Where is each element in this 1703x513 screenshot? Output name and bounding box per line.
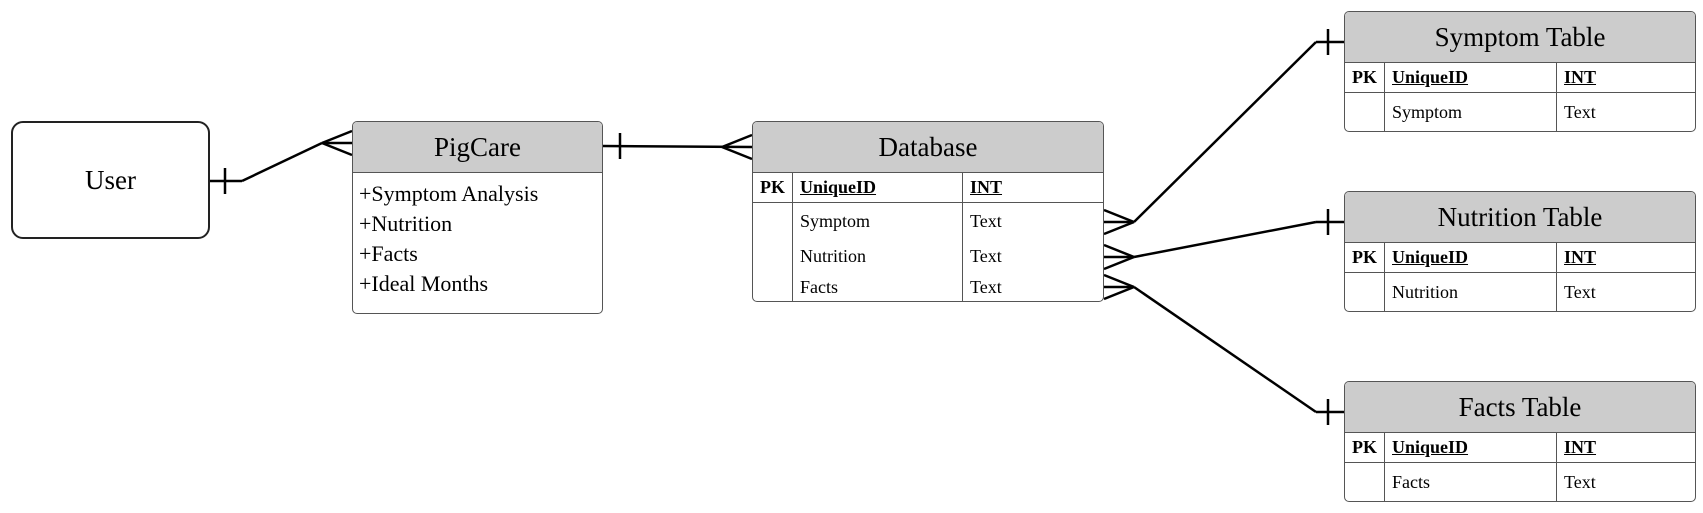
connector-database-nutrition-table (1103, 209, 1344, 271)
key-field-name: UniqueID (793, 173, 963, 202)
table-title: Nutrition Table (1345, 192, 1695, 243)
database-field-row: Symptom Text (793, 203, 1103, 239)
pigcare-member: +Nutrition (359, 211, 453, 236)
field-type: Text (970, 210, 1002, 231)
key-field-name: UniqueID (1385, 433, 1557, 462)
pk-blank-cell (1345, 463, 1385, 501)
connector-database-facts-table (1103, 273, 1344, 425)
pigcare-title: PigCare (353, 122, 602, 173)
database-field-row: Nutrition Text (793, 239, 1103, 273)
field-name: Symptom (1385, 93, 1557, 131)
pigcare-member: +Symptom Analysis (359, 181, 539, 206)
field-type: Text (1564, 281, 1596, 302)
field-type: Text (1564, 471, 1596, 492)
pk-label: PK (1345, 63, 1385, 92)
database-title: Database (753, 122, 1103, 173)
table-field-row: Symptom Text (1345, 93, 1695, 131)
pigcare-class[interactable]: PigCare +Symptom Analysis +Nutrition +Fa… (352, 121, 603, 314)
user-entity[interactable]: User (11, 121, 210, 239)
key-field-type: INT (1564, 437, 1597, 457)
field-name: Symptom (793, 203, 963, 239)
pk-blank-cell (1345, 93, 1385, 131)
table-title: Facts Table (1345, 382, 1695, 433)
field-name: Facts (1385, 463, 1557, 501)
pigcare-members: +Symptom Analysis +Nutrition +Facts +Ide… (353, 173, 602, 299)
table-field-row: Nutrition Text (1345, 273, 1695, 311)
database-fields: Symptom Text Nutrition Text Facts Text (753, 203, 1103, 301)
table-title: Symptom Table (1345, 12, 1695, 63)
connector-database-symptom-table (1103, 29, 1344, 236)
field-type: Text (970, 276, 1002, 297)
pk-label: PK (1345, 243, 1385, 272)
symptom-table[interactable]: Symptom Table PK UniqueID INT Symptom Te… (1344, 11, 1696, 132)
pk-label: PK (753, 173, 793, 202)
key-field-name: UniqueID (1385, 63, 1557, 92)
pk-column-blank (753, 203, 793, 301)
pigcare-member: +Ideal Months (359, 271, 489, 296)
table-pk-row: PK UniqueID INT (1345, 63, 1695, 93)
key-field-type: INT (1564, 247, 1597, 267)
pigcare-member: +Facts (359, 241, 418, 266)
nutrition-table[interactable]: Nutrition Table PK UniqueID INT Nutritio… (1344, 191, 1696, 312)
facts-table[interactable]: Facts Table PK UniqueID INT Facts Text (1344, 381, 1696, 502)
database-table[interactable]: Database PK UniqueID INT Symptom Text Nu… (752, 121, 1104, 302)
pk-blank-cell (1345, 273, 1385, 311)
database-pk-row: PK UniqueID INT (753, 173, 1103, 203)
field-type: Text (1564, 101, 1596, 122)
connector-user-pigcare (210, 129, 353, 194)
database-field-row: Facts Text (793, 273, 1103, 301)
key-field-name: UniqueID (1385, 243, 1557, 272)
table-pk-row: PK UniqueID INT (1345, 243, 1695, 273)
user-label: User (85, 164, 136, 195)
connector-pigcare-database (602, 133, 753, 161)
field-name: Nutrition (1385, 273, 1557, 311)
key-field-type: INT (970, 177, 1003, 197)
field-name: Facts (793, 273, 963, 301)
table-pk-row: PK UniqueID INT (1345, 433, 1695, 463)
key-field-type: INT (1564, 67, 1597, 87)
pk-label: PK (1345, 433, 1385, 462)
table-field-row: Facts Text (1345, 463, 1695, 501)
field-type: Text (970, 245, 1002, 266)
field-name: Nutrition (793, 239, 963, 273)
